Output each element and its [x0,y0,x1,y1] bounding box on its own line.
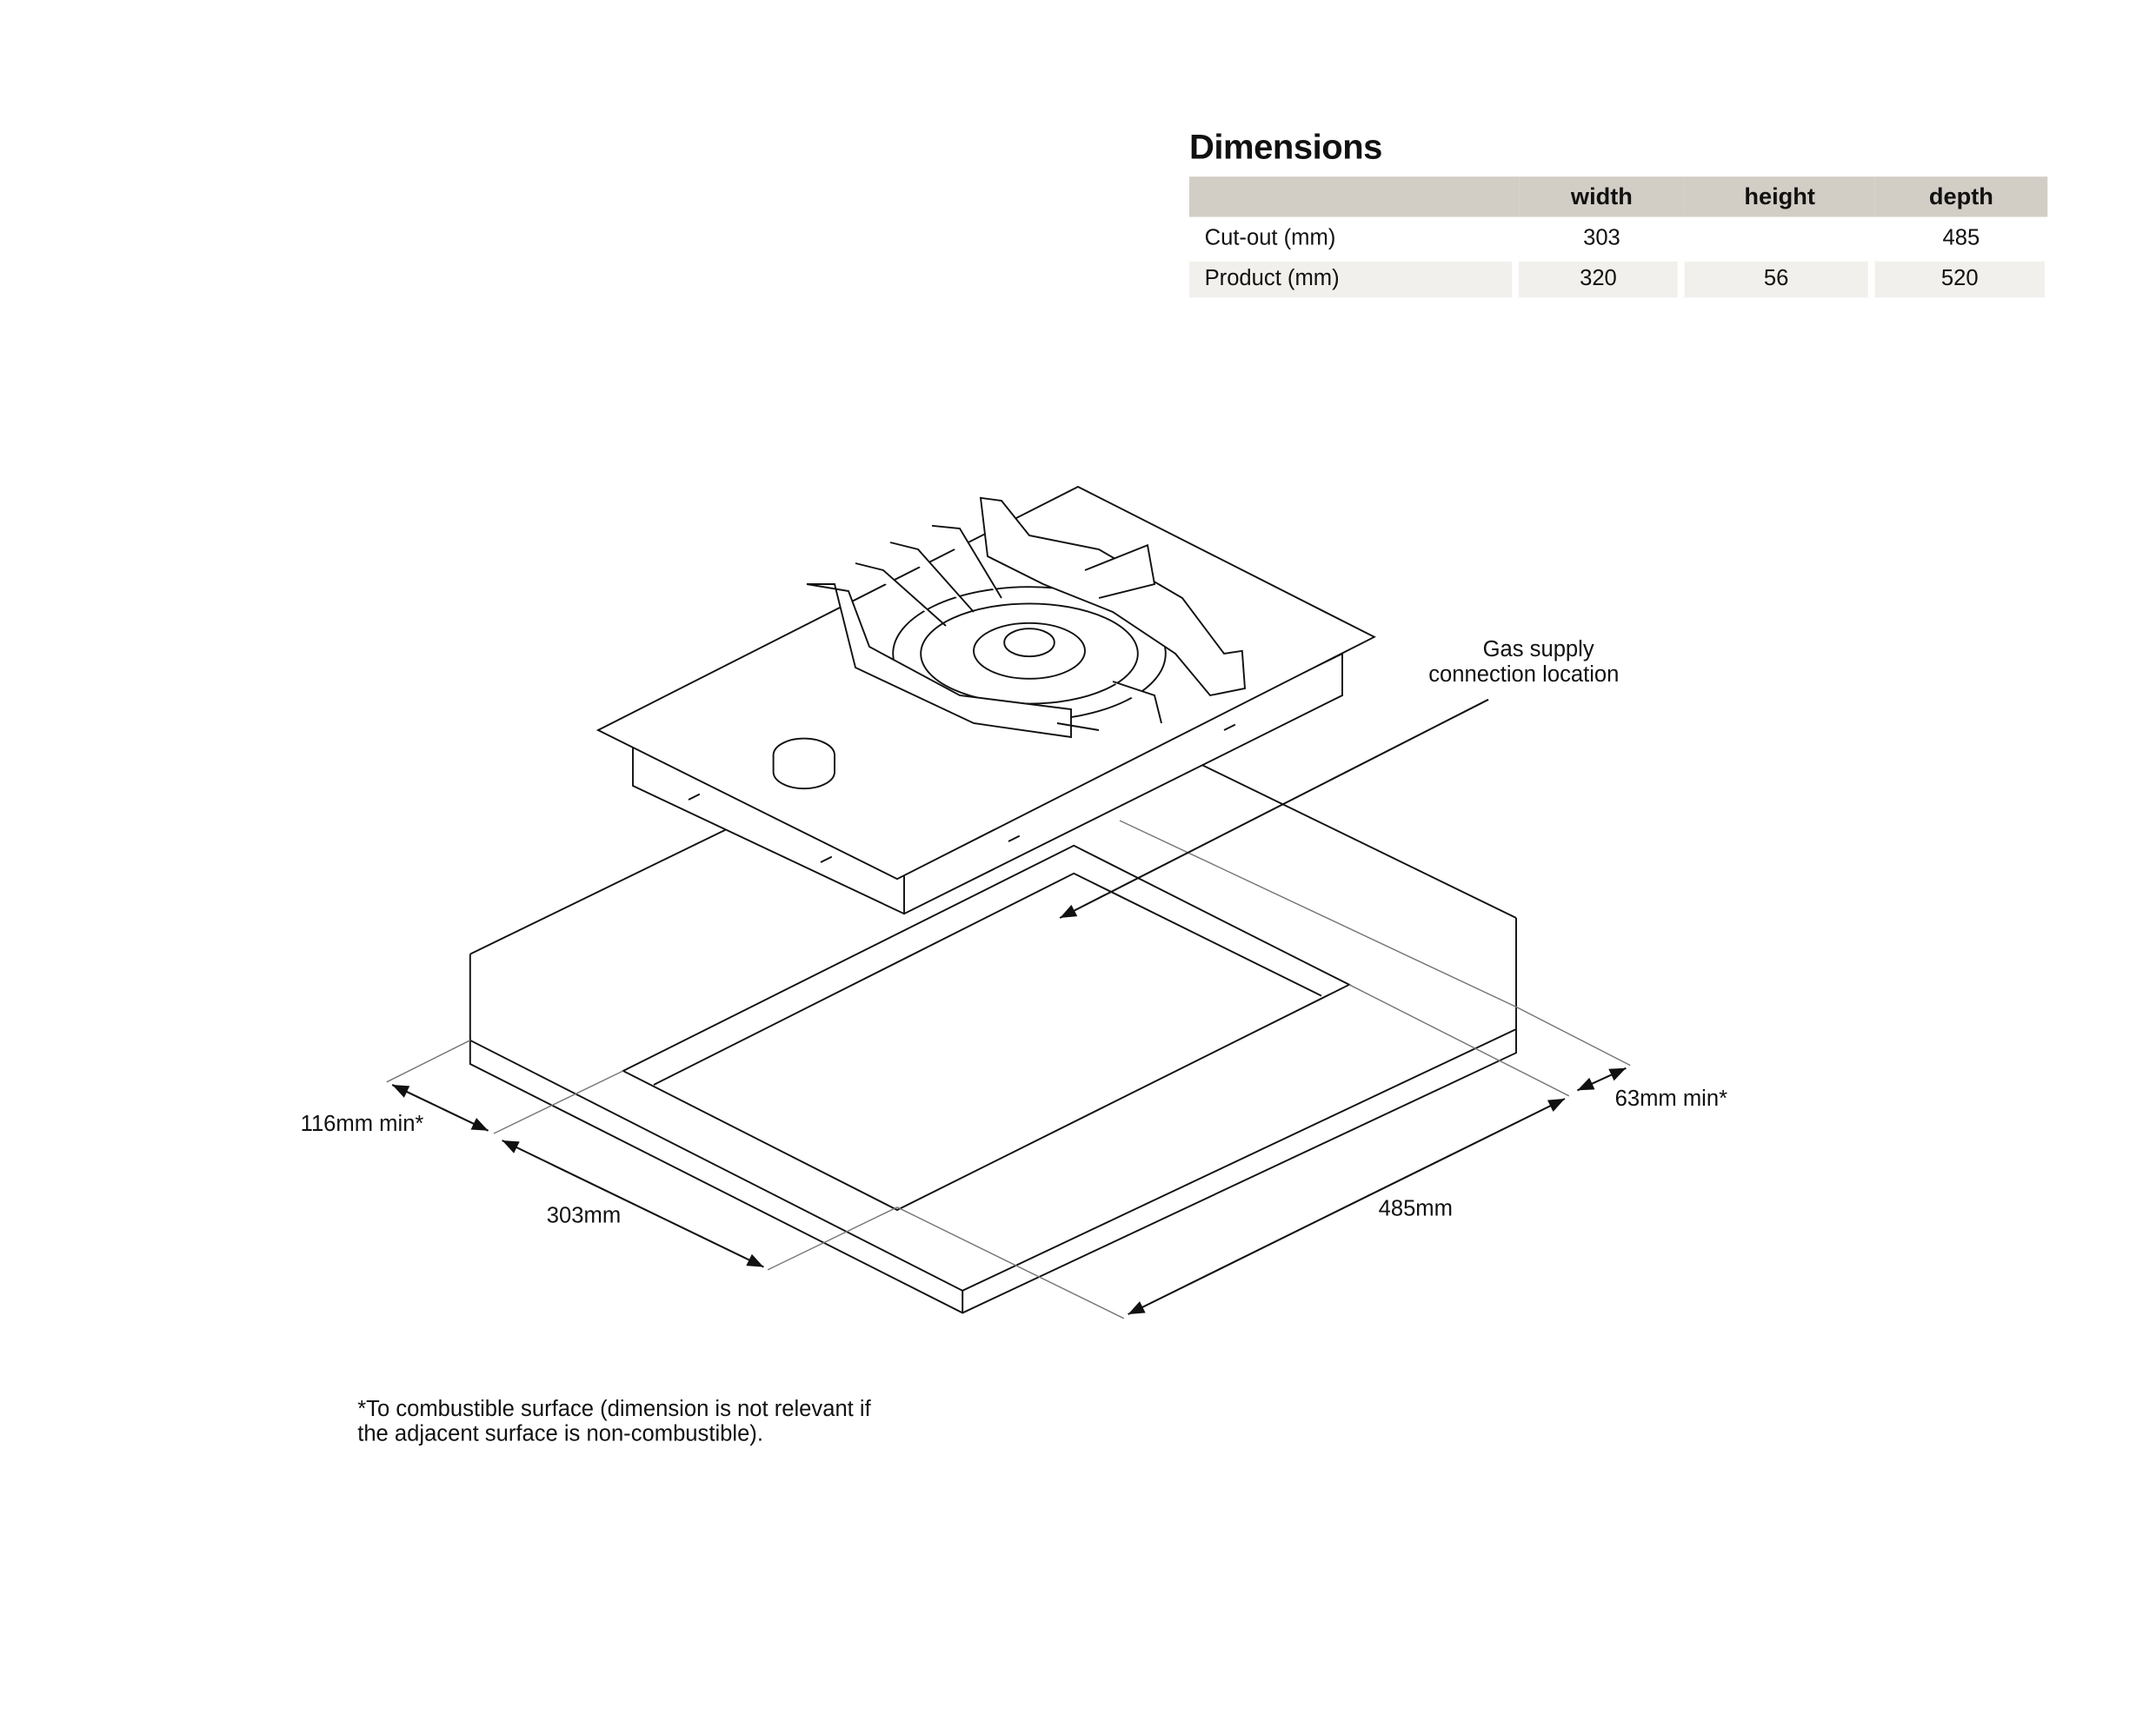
header-blank [1189,176,1520,217]
gas-label-2: connection location [1428,663,1620,688]
row-label: Product (mm) [1189,257,1520,298]
header-depth: depth [1874,176,2048,217]
dimensions-title: Dimensions [1189,128,1382,167]
cell-depth: 485 [1874,216,2048,257]
table-row: Product (mm) 320 56 520 [1189,257,2048,298]
dim-303 [502,1140,764,1268]
gas-leader [1059,698,1489,919]
burner-cap [1003,628,1055,658]
dimension-lines [391,698,1627,1315]
cell-height [1684,216,1875,257]
label-63mm: 63mm min* [1614,1087,1728,1112]
cell-width: 320 [1519,257,1685,298]
dim-485 [1128,1098,1566,1315]
table-row: Cut-out (mm) 303 485 [1189,216,2048,257]
table-header: width height depth [1189,176,2048,217]
label-116mm: 116mm min* [300,1113,424,1137]
cell-width: 303 [1519,216,1685,257]
extension-lines [386,820,1631,1319]
dimensions-table: width height depth Cut-out (mm) 303 485 … [1189,176,2048,298]
pan-support [806,583,1072,739]
label-303mm: 303mm [546,1204,622,1228]
label-485mm: 485mm [1378,1197,1453,1221]
cell-height: 56 [1684,257,1875,298]
row-label: Cut-out (mm) [1189,216,1520,257]
header-height: height [1684,176,1875,217]
gas-label-1: Gas supply [1482,638,1594,662]
footnote: *To combustible surface (dimension is no… [357,1398,871,1446]
header-width: width [1519,176,1685,217]
dim-63 [1576,1067,1627,1092]
hob [596,485,1376,915]
cutout [621,844,1352,1212]
dim-116 [391,1084,489,1132]
cell-depth: 520 [1874,257,2048,298]
